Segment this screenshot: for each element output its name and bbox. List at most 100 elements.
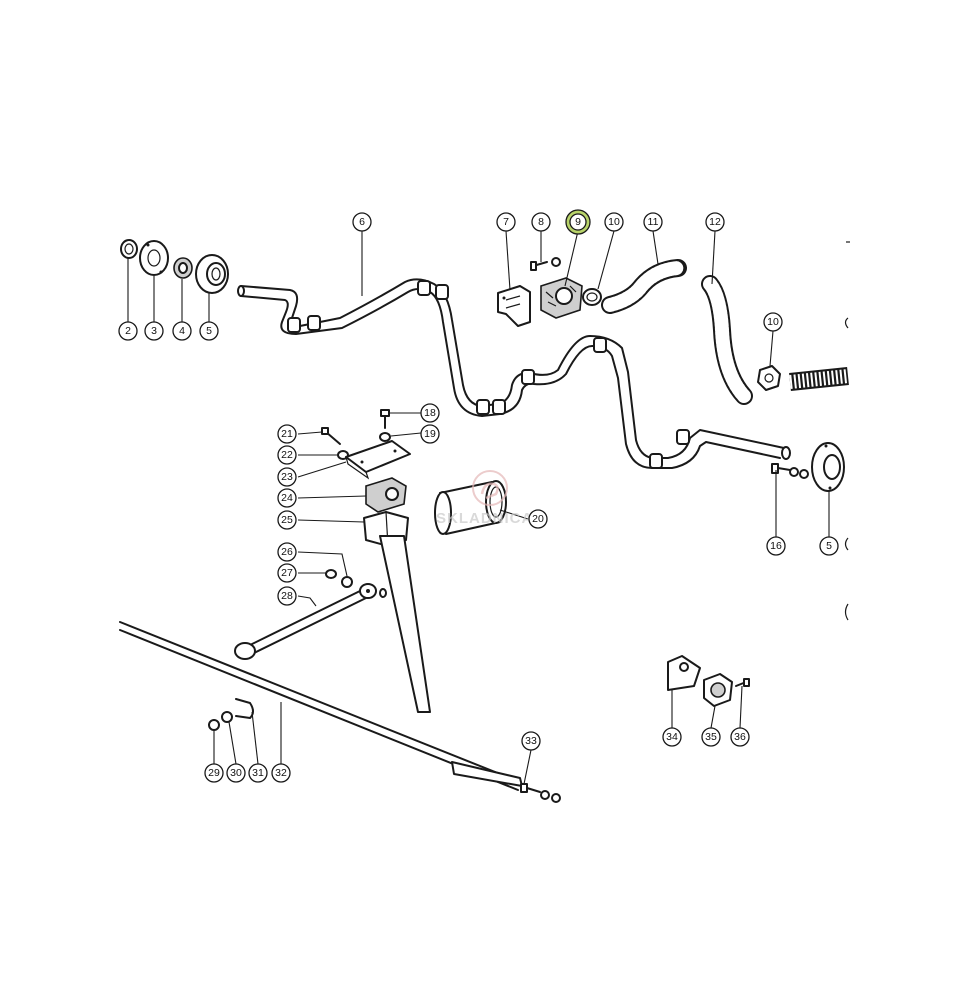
callout-27[interactable]: 27: [277, 563, 297, 583]
svg-text:19: 19: [424, 428, 436, 440]
svg-text:34: 34: [666, 731, 678, 743]
callout-9-highlighted[interactable]: 9: [565, 209, 591, 235]
callout-25[interactable]: 25: [277, 510, 297, 530]
callout-35[interactable]: 35: [701, 727, 721, 747]
part-18-bolt: [380, 409, 390, 429]
callout-4[interactable]: 4: [172, 321, 192, 341]
callout-31[interactable]: 31: [248, 763, 268, 783]
callout-32[interactable]: 32: [271, 763, 291, 783]
part-5-flange-housing: [195, 254, 229, 294]
callout-20[interactable]: 20: [528, 509, 548, 529]
part-30-washer: [221, 711, 233, 723]
part-3-flange-plate: [139, 240, 169, 276]
part-24-rubber-block: [365, 477, 407, 513]
watermark: SKLADNICA: [436, 470, 533, 527]
callout-5[interactable]: 5: [199, 321, 219, 341]
callout-21[interactable]: 21: [277, 424, 297, 444]
callout-29[interactable]: 29: [204, 763, 224, 783]
svg-text:16: 16: [770, 540, 782, 552]
watermark-text: SKLADNICA: [436, 510, 533, 527]
part-12-corrugated-hose: [701, 275, 753, 405]
svg-text:2: 2: [125, 325, 131, 337]
svg-text:28: 28: [281, 590, 293, 602]
callout-10[interactable]: 10: [604, 212, 624, 232]
svg-text:23: 23: [281, 471, 293, 483]
svg-text:11: 11: [648, 216, 659, 228]
part-10-clamp-right: [757, 365, 781, 391]
svg-text:20: 20: [532, 513, 544, 525]
part-16-bolt: [771, 463, 809, 479]
callout-6[interactable]: 6: [352, 212, 372, 232]
svg-text:10: 10: [608, 216, 620, 228]
callout-18[interactable]: 18: [420, 403, 440, 423]
callouts: 2 3 4 5 6 7 8 9 10 11 12 10 16 5 18 19 2…: [118, 209, 839, 783]
svg-text:18: 18: [424, 407, 436, 419]
cropped-edge-fragments: [844, 241, 850, 621]
svg-text:7: 7: [503, 216, 509, 228]
callout-19[interactable]: 19: [420, 424, 440, 444]
svg-text:26: 26: [281, 546, 293, 558]
part-6-stabilizer-tube: [237, 278, 791, 469]
part-31-u-bolt: [235, 698, 254, 719]
part-23-top-bracket: [345, 440, 411, 480]
part-32-long-bar: [119, 621, 523, 791]
svg-text:6: 6: [359, 216, 365, 228]
svg-text:36: 36: [734, 731, 746, 743]
callout-34[interactable]: 34: [662, 727, 682, 747]
callout-16[interactable]: 16: [766, 536, 786, 556]
callout-11[interactable]: 11: [643, 212, 663, 232]
vertical-strut: [379, 535, 431, 713]
callout-10-right[interactable]: 10: [763, 312, 783, 332]
part-29-nut: [208, 719, 220, 731]
svg-text:12: 12: [709, 216, 721, 228]
callout-12[interactable]: 12: [705, 212, 725, 232]
callout-28[interactable]: 28: [277, 586, 297, 606]
svg-text:35: 35: [705, 731, 717, 743]
part-20-bushing: [434, 480, 507, 535]
callout-23[interactable]: 23: [277, 467, 297, 487]
part-28-link-rod: [234, 583, 387, 660]
part-7-bracket: [497, 285, 531, 327]
svg-text:33: 33: [525, 735, 537, 747]
part-10-clamp: [582, 288, 602, 306]
callout-24[interactable]: 24: [277, 488, 297, 508]
svg-text:22: 22: [281, 449, 293, 461]
callout-8[interactable]: 8: [531, 212, 551, 232]
callout-26[interactable]: 26: [277, 542, 297, 562]
svg-text:9: 9: [575, 216, 581, 228]
svg-text:25: 25: [281, 514, 293, 526]
part-5-flange-right: [811, 442, 845, 492]
part-11-corrugated-hose: [601, 259, 687, 314]
callout-30[interactable]: 30: [226, 763, 246, 783]
svg-text:24: 24: [281, 492, 293, 504]
right-hose-segment: [789, 367, 849, 391]
part-35-rubber-mount: [703, 673, 733, 707]
part-26-washer: [341, 576, 353, 588]
svg-text:21: 21: [281, 428, 293, 440]
svg-text:29: 29: [208, 767, 220, 779]
part-21-bolt: [321, 427, 341, 445]
leader-lines: [127, 230, 830, 785]
callout-7[interactable]: 7: [496, 212, 516, 232]
part-4-bearing: [173, 257, 193, 279]
part-27-clip: [325, 569, 337, 579]
svg-text:10: 10: [767, 316, 779, 328]
svg-text:5: 5: [826, 540, 832, 552]
svg-text:5: 5: [206, 325, 212, 337]
callout-33[interactable]: 33: [521, 731, 541, 751]
callout-2[interactable]: 2: [118, 321, 138, 341]
svg-text:32: 32: [275, 767, 287, 779]
part-8-bolt-nut: [530, 257, 561, 271]
callout-36[interactable]: 36: [730, 727, 750, 747]
svg-text:31: 31: [252, 767, 264, 779]
callout-5-right[interactable]: 5: [819, 536, 839, 556]
part-33-bolt-nut: [520, 783, 561, 803]
svg-text:8: 8: [538, 216, 544, 228]
callout-22[interactable]: 22: [277, 445, 297, 465]
svg-text:4: 4: [179, 325, 185, 337]
svg-text:27: 27: [281, 567, 293, 579]
part-2-bushing: [120, 239, 138, 259]
part-19-nut: [379, 432, 391, 442]
callout-3[interactable]: 3: [144, 321, 164, 341]
